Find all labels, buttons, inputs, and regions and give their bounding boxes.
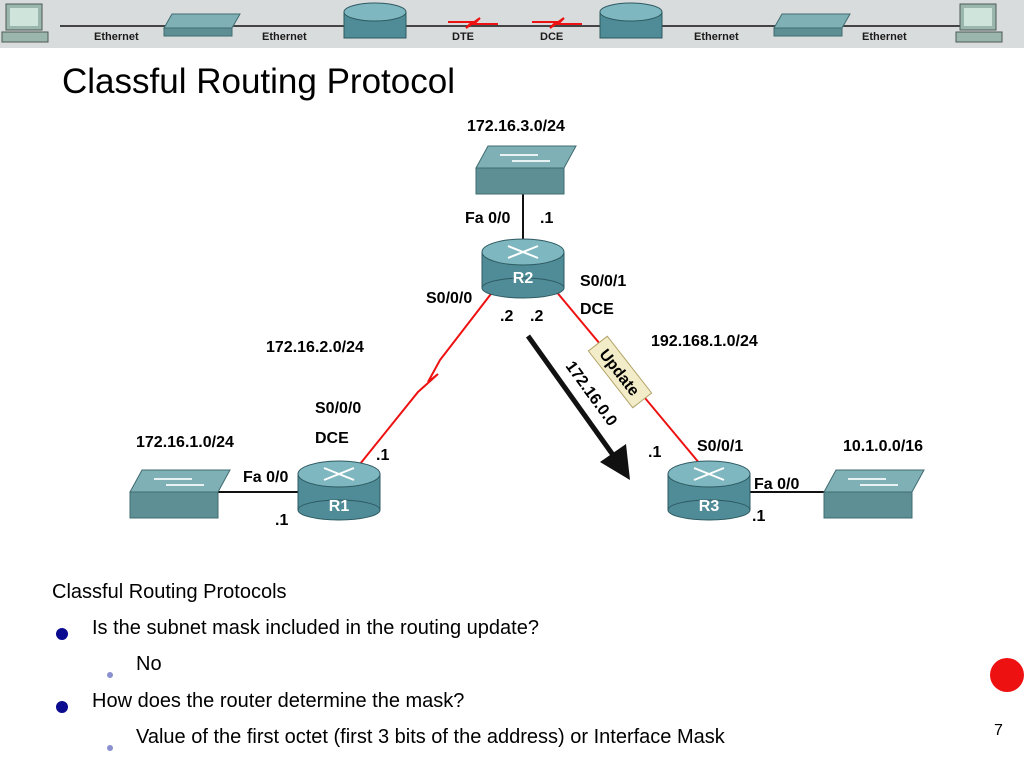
network-diagram: Update 172.16.0.0 R2 R1 xyxy=(129,118,925,529)
switch-icon xyxy=(823,469,925,519)
switch-icon xyxy=(129,469,231,519)
bullet-dot xyxy=(56,623,68,646)
top-banner: Ethernet Ethernet DTE DCE Ethernet Ether… xyxy=(0,0,1024,48)
router-r3: R3 xyxy=(667,460,751,521)
sub-bullet-dot xyxy=(107,661,113,684)
r3-fa-label: Fa 0/0 xyxy=(754,476,799,493)
r3-serial-host: .1 xyxy=(648,444,661,461)
r2-s000-host: .2 xyxy=(500,308,513,325)
network-label-r2-r3: 192.168.1.0/24 xyxy=(651,333,758,350)
switch-icon xyxy=(475,145,577,195)
bullet-dot xyxy=(56,696,68,719)
router-r1-label: R1 xyxy=(329,498,350,515)
serial-link-r1-r2 xyxy=(359,289,495,465)
r2-dce-label: DCE xyxy=(580,301,614,318)
r1-dce-label: DCE xyxy=(315,430,349,447)
router-r1: R1 xyxy=(297,460,381,521)
r3-s001-label: S0/0/1 xyxy=(697,438,743,455)
r1-fa-label: Fa 0/0 xyxy=(243,469,288,486)
router-r2: R2 xyxy=(481,238,565,299)
banner-label-ethernet-4: Ethernet xyxy=(862,31,907,43)
network-label-r2-lan: 172.16.3.0/24 xyxy=(467,118,565,135)
network-label-r1-lan: 172.16.1.0/24 xyxy=(136,434,234,451)
router-icon xyxy=(599,2,663,39)
banner-label-ethernet-2: Ethernet xyxy=(262,31,307,43)
answer-2: Value of the first octet (first 3 bits o… xyxy=(136,726,725,748)
update-arrow xyxy=(525,334,630,480)
r3-fa-host: .1 xyxy=(752,508,765,525)
router-r2-label: R2 xyxy=(513,270,534,287)
record-indicator xyxy=(990,658,1024,692)
answer-1: No xyxy=(136,653,162,675)
r1-fa-host: .1 xyxy=(275,512,288,529)
banner-label-ethernet-3: Ethernet xyxy=(694,31,739,43)
r1-serial-host: .1 xyxy=(376,447,389,464)
sub-bullet-dot xyxy=(107,734,113,757)
banner-label-ethernet-1: Ethernet xyxy=(94,31,139,43)
banner-label-dce: DCE xyxy=(540,31,563,43)
pc-icon xyxy=(1,3,49,43)
slide-title: Classful Routing Protocol xyxy=(62,62,455,101)
pc-icon xyxy=(955,3,1003,43)
switch-icon xyxy=(163,13,241,37)
page-number: 7 xyxy=(994,722,1003,739)
r2-fa-host: .1 xyxy=(540,210,553,227)
router-icon xyxy=(343,2,407,39)
router-r3-label: R3 xyxy=(699,498,720,515)
content-heading: Classful Routing Protocols xyxy=(52,581,287,603)
r1-s000-label: S0/0/0 xyxy=(315,400,361,417)
r2-fa-label: Fa 0/0 xyxy=(465,210,510,227)
network-label-r3-lan: 10.1.0.0/16 xyxy=(843,438,923,455)
question-1: Is the subnet mask included in the routi… xyxy=(92,617,539,639)
switch-icon xyxy=(773,13,851,37)
r2-s001-host: .2 xyxy=(530,308,543,325)
banner-graphic: Ethernet Ethernet DTE DCE Ethernet Ether… xyxy=(0,0,1024,48)
r2-s000-label: S0/0/0 xyxy=(426,290,472,307)
r2-s001-label: S0/0/1 xyxy=(580,273,626,290)
network-label-r1-r2: 172.16.2.0/24 xyxy=(266,339,364,356)
question-2: How does the router determine the mask? xyxy=(92,690,465,712)
banner-label-dte: DTE xyxy=(452,31,474,43)
